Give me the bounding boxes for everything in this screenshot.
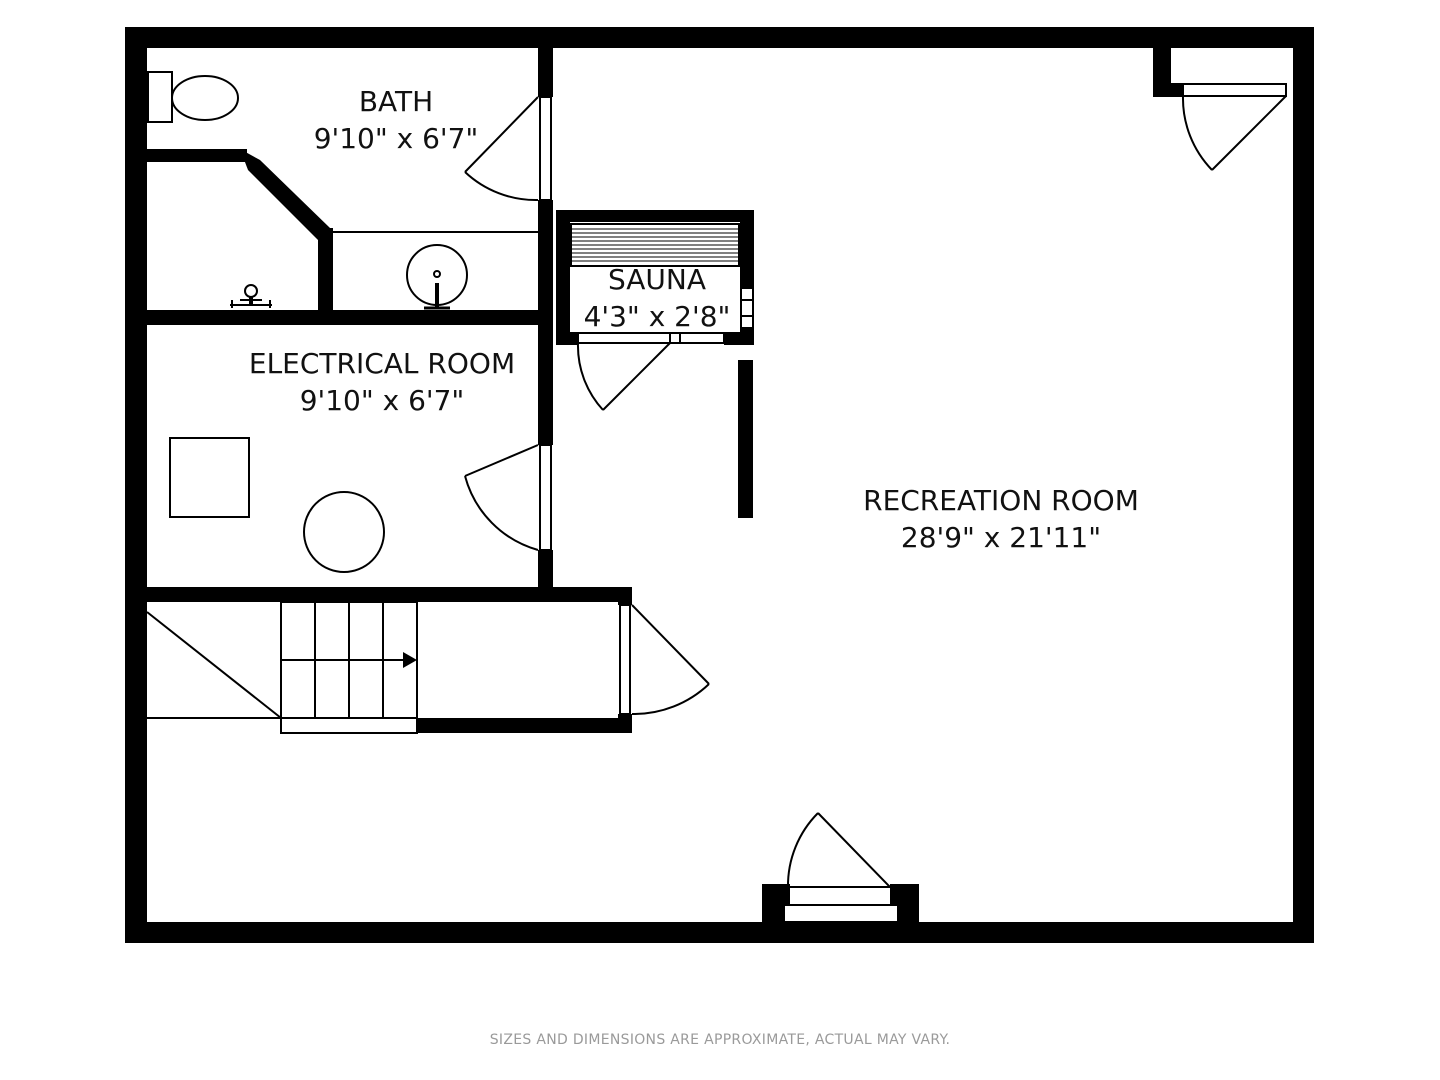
closet-door[interactable]	[1181, 83, 1287, 171]
bath-dims: 9'10" x 6'7"	[314, 122, 479, 155]
shower-enclosure	[147, 149, 333, 312]
room-label-electrical: ELECTRICAL ROOM 9'10" x 6'7"	[249, 347, 515, 417]
sink-icon	[406, 244, 468, 310]
recreation-dims: 28'9" x 21'11"	[901, 521, 1101, 554]
bath-name: BATH	[359, 85, 433, 118]
electrical-door[interactable]	[464, 444, 552, 551]
furnace-icon	[169, 437, 250, 518]
exterior-door[interactable]	[783, 812, 899, 923]
faucet-icon	[230, 284, 272, 308]
room-label-recreation: RECREATION ROOM 28'9" x 21'11"	[863, 484, 1139, 554]
interior-walls	[147, 27, 1183, 934]
outer-walls	[125, 27, 1314, 943]
sauna-name: SAUNA	[608, 263, 706, 296]
stairs-icon	[146, 601, 418, 734]
bath-door[interactable]	[464, 96, 552, 202]
bench-icon	[570, 223, 740, 267]
electrical-name: ELECTRICAL ROOM	[249, 347, 515, 380]
sauna-dims: 4'3" x 2'8"	[584, 300, 731, 333]
electrical-dims: 9'10" x 6'7"	[300, 384, 465, 417]
toilet-icon	[147, 71, 239, 123]
sauna	[556, 210, 754, 411]
recreation-name: RECREATION ROOM	[863, 484, 1139, 517]
disclaimer-text: SIZES AND DIMENSIONS ARE APPROXIMATE, AC…	[489, 1032, 951, 1048]
room-label-bath: BATH 9'10" x 6'7"	[314, 85, 479, 155]
water-heater-icon	[303, 491, 385, 573]
room-label-sauna: SAUNA 4'3" x 2'8"	[584, 263, 731, 333]
stair-door[interactable]	[619, 604, 710, 716]
